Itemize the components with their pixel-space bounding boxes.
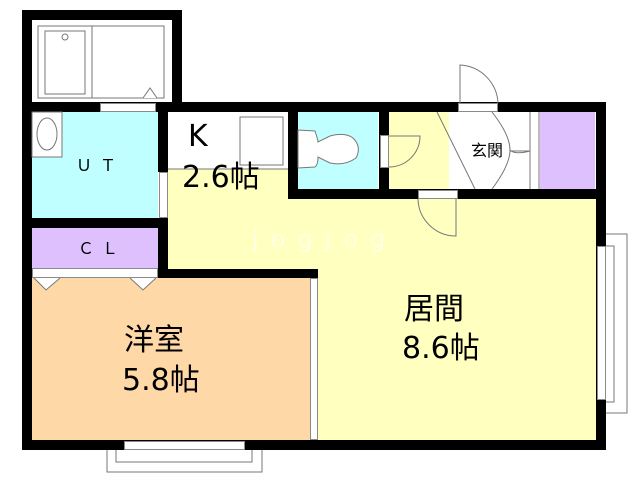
bath-door[interactable] xyxy=(100,103,156,112)
outer-left-wall xyxy=(22,10,32,450)
bottom-wall xyxy=(22,440,606,450)
bathtub-icon xyxy=(44,30,86,95)
western-window[interactable] xyxy=(124,441,245,450)
ut-right-wall xyxy=(158,102,168,172)
living-room-name: 居間 xyxy=(404,292,464,327)
drain-icon xyxy=(61,33,69,41)
western-top-wall xyxy=(158,269,318,278)
bath-right-wall xyxy=(172,10,182,112)
toilet-door[interactable] xyxy=(380,135,389,168)
washbasin-icon xyxy=(36,117,58,151)
living-room-size: 8.6帖 xyxy=(402,331,480,366)
toilet-left-wall xyxy=(288,102,298,199)
kitchen-size: 2.6帖 xyxy=(182,160,260,195)
utility-label: ＵＴ xyxy=(76,156,125,175)
closet-label: ＣＬ xyxy=(78,239,127,258)
entrance-label: 玄関 xyxy=(471,141,504,160)
cl-right-wall xyxy=(158,218,168,278)
bath-area-outline xyxy=(37,25,165,99)
watermark: jogjog xyxy=(252,225,398,253)
western-room xyxy=(32,278,310,440)
western-room-size: 5.8帖 xyxy=(122,363,200,398)
closet xyxy=(32,228,158,270)
bathroom xyxy=(32,20,172,102)
closet-doors[interactable] xyxy=(32,268,158,278)
western-room-name: 洋室 xyxy=(124,323,184,358)
western-sliding-wall xyxy=(310,278,318,440)
bath-top-wall xyxy=(22,10,182,20)
kitchen-name: K xyxy=(188,119,208,154)
shoe-storage xyxy=(540,112,595,189)
hall xyxy=(389,112,449,189)
sink-icon xyxy=(239,116,284,166)
living-window[interactable] xyxy=(597,246,606,400)
ut-door[interactable] xyxy=(159,172,168,218)
ut-bottom-wall xyxy=(22,218,168,228)
living-door[interactable] xyxy=(418,190,458,199)
front-door[interactable] xyxy=(458,103,498,112)
toilet-icon xyxy=(297,129,359,169)
